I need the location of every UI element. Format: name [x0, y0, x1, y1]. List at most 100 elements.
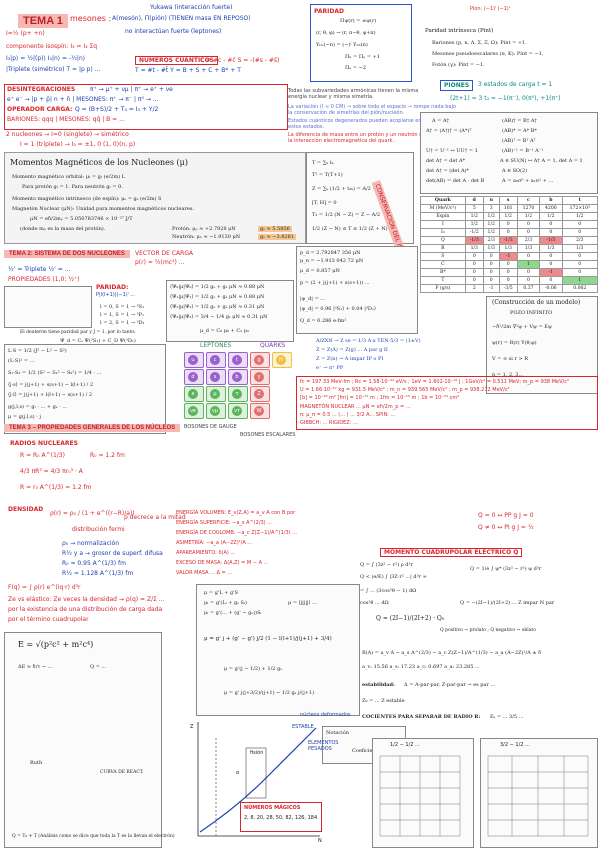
quark-table-cell: B* — [420, 268, 466, 277]
bosones-gauge-label: BOSONES DE GAUGE — [184, 424, 237, 430]
particle-cell: Z — [250, 386, 270, 402]
quark-table-cell: 1/2 — [516, 212, 541, 221]
db-estable: ESTABLE — [292, 724, 314, 730]
rotacion-eq3: Z = ∑ₖ (1/2 + t₃ₖ) = A/2 + T₃ — [312, 186, 384, 192]
cpt-eq7: U† = U⁻¹ ↔ UU† = 1 — [426, 148, 478, 154]
tema3-dens-note: ρ decrece a la mitad — [124, 514, 186, 521]
segre-diagram — [197, 722, 320, 837]
tema1-t3-line: I₃|p⟩ = ½|(p)⟩ I₃|n⟩ = -½|n⟩ — [6, 55, 86, 62]
particle-cell: d — [184, 369, 204, 385]
particle-label: W — [254, 406, 264, 416]
mq-eq1: Q = ∫ (3z² − r²) ρ d³r — [360, 562, 413, 568]
level-diagram-2 — [480, 738, 598, 848]
paridad-list-title: Paridad intrínseca (Pint) — [425, 28, 494, 34]
tema3-dens-bullet2: R½ y a → grosor de superf. difusa — [62, 550, 163, 557]
quark-table-cell: -0.06 — [539, 284, 563, 293]
quark-table-cell: 0 — [561, 252, 599, 261]
momentos-neutron: Neutrón: μₙ ≈ −1.9130 μN — [172, 234, 241, 240]
el-l3: ENERGÍA DE COULOMB: −a_c Z(Z−1)/A^(1/3) … — [176, 530, 297, 536]
magic4: MAGNETÓN NUCLEAR ... μN = eℏ/2m_p = ... — [300, 404, 411, 410]
rotacion-eq6: 1/2 (Z − N) ≤ T ≤ 1/2 (Z + N) — [312, 226, 388, 232]
spin-ops-box — [4, 344, 166, 434]
tema3-curva: CURVA DE REACT. — [100, 770, 144, 775]
quark-table-cell: 0 — [561, 228, 599, 237]
magic1: fc = 197.33 MeV·fm ; Rc = 1.58·10⁻⁴⁴ eV/… — [300, 379, 569, 385]
deuteron-line5: Q_d = 0.286 e·fm² — [300, 318, 347, 324]
tema1-mesones-label: mesones : — [70, 14, 112, 23]
el-l5: APAREAMIENTO: δ(A) ... — [176, 550, 236, 556]
constr-eq1: −ℏ²/2m ∇²ψ + Vψ = Eψ — [492, 324, 552, 330]
particle-cell: b — [228, 369, 248, 385]
notes-line3: La variación (I ≈ 0 CM) → sobre todo el … — [288, 104, 456, 110]
quark-table-cell: I₃ — [420, 228, 466, 237]
rotacion-eq5: T₃ = 1/2 (N − Z) = Z − A/2 — [312, 212, 381, 218]
particle-label: e — [188, 389, 198, 399]
tema3-dist-fermi: distribución fermi — [72, 526, 125, 533]
particle-label: τ — [232, 389, 242, 399]
particle-cell: H — [272, 352, 292, 368]
quark-table-cell: 2/3 — [561, 236, 599, 245]
particle-cell: μ — [206, 386, 226, 402]
particle-cell: g — [250, 352, 270, 368]
piones-estados: 3 estados de carga t = 1 — [478, 81, 553, 88]
tema3-q-footnote: Q = T₀ + T (Análisis como se dice que to… — [12, 834, 175, 839]
tema3-dens-bullet4: R½ ≈ 1.128 A^(1/3) fm — [62, 570, 134, 577]
tema1-numeros-cuanticos: NÚMEROS CUÁNTICOS — [135, 56, 218, 65]
semf-b1: B(A) = a_v A − a_s A^(2/3) − a_c Z(Z−1)/… — [362, 650, 542, 656]
particle-cell: νμ — [206, 403, 226, 419]
quark-table-cell: 1/3 — [539, 244, 563, 253]
momentos-proton: Protón: μₚ ≈ +2.7928 μN — [172, 226, 236, 232]
spin-eq6: g(j,l,s) = gₗ · ... + gₛ · ... — [8, 404, 68, 410]
constr-eq4: n = 1, 2, 3... — [492, 372, 524, 378]
tema2-paridad-label: PARIDAD: — [96, 284, 129, 291]
quark-table-cell: 1/2 — [539, 212, 563, 221]
quark-table-cell: -3/5 — [498, 284, 518, 293]
dipolar-p4: ⟨Ψ₃|μ|Ψ₃⟩ = 3/4 − 1/4 gₛ μN ≈ 0.31 μN — [170, 314, 268, 320]
quark-table-header-cell: s — [498, 196, 518, 205]
notacion-coef: Coeficiente — [352, 748, 381, 754]
quark-table-cell: -1/3 — [498, 236, 518, 245]
paridad-eq1: Πψ(r) = ±ψ(r) — [340, 18, 377, 24]
particle-label: μ — [210, 389, 220, 399]
momentos-b3: Momento magnético intrínseco (de espín):… — [12, 196, 162, 202]
momentos-b2: Para protón gₗ = 1. Para neutrón gₗ = 0. — [22, 184, 123, 190]
momentos-b4: Magnetón Nuclear (μN): Unidad para momen… — [12, 206, 194, 212]
deuteron-line1: p_d = 2.792847 356 μN — [300, 250, 361, 256]
magic2: U = 1.66·10⁻²⁷ kg = 931.5 MeV/c² ; m_n =… — [300, 387, 510, 393]
quark-table-cell: 0 — [482, 252, 500, 261]
tema3-radio-eq3: R = r₀ A^(1/3) ≈ 1.2 fm — [20, 484, 92, 491]
tema2-vector-carga: VECTOR DE CARGA — [135, 250, 194, 257]
tema2-spin-grid-l2: l = 2, S = 1 → ³D₁ — [100, 320, 145, 326]
particle-cell: W — [250, 403, 270, 419]
quark-table-header-cell: Quark — [420, 196, 466, 205]
quark-table-cell: 0 — [464, 260, 484, 269]
quark-table-cell: S — [420, 252, 466, 261]
el-note-right2: Q ≠ 0 ↔ PI g J = ½ — [478, 524, 534, 531]
tema3-radio-eq2: 4/3 πR³ = 4/3 πr₀³ · A — [20, 468, 83, 475]
el-l6: EXCESO DE MASA: Δ(A,Z) = M − A ... — [176, 560, 269, 566]
paridad-li2: Mesones pseudoescalares (π, K): Pint = −… — [432, 51, 544, 57]
quark-table-cell: 0 — [539, 276, 563, 285]
quark-table-cell: -1/3 — [464, 236, 484, 245]
tema3-radio-formula: R = R₀ A^(1/3) — [20, 452, 65, 459]
deuteron-summary2: |ψ_d| = 0.96 |³S₁⟩ + 0.04 |³D₁⟩ — [300, 306, 376, 312]
quark-table-cell: 172×10³ — [561, 204, 599, 213]
deuteron-line2: μ_n = −1.913 042 72 μN — [300, 258, 364, 264]
tema1-desint-formula: π⁺ → μ⁺ + νμ | π⁺ → e⁺ + νe — [90, 86, 173, 93]
el-l4: ASIMETRÍA: −a_a (A−2Z)²/A ... — [176, 540, 253, 546]
tema3-formfactor: F(q) = ∫ ρ(r) e^(iq·r) d³r — [8, 584, 81, 591]
quark-table-cell: Q — [420, 236, 466, 245]
cpt-eq10: A ∈ SU(N) ↔ A† A = 1, det A = 1 — [500, 158, 583, 164]
quark-table-cell: 2 — [464, 284, 484, 293]
quark-table-cell: 1 — [561, 276, 599, 285]
spin-eq3: S₁·S₂ = 1/2 (S² − S₁² − S₂²) = 1/4 · ... — [8, 370, 102, 376]
tema3-formfactor-text2: por la existencia de una distribución de… — [8, 606, 163, 613]
mu-formulas-box — [196, 584, 360, 716]
particle-cell: c — [206, 352, 226, 368]
piones-formula: (2t+1) = 3 t₃ = −1(π⁻), 0(π⁰), +1(π⁺) — [450, 95, 561, 102]
